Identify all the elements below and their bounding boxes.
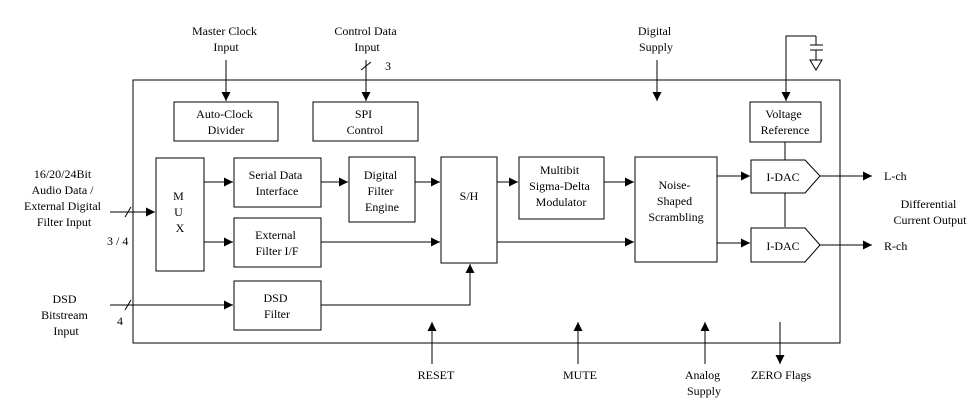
master-clock-input-label: Master Clock Input (192, 24, 260, 54)
dsd-filter-block: DSD Filter (233, 280, 322, 331)
idac-left-label: I-DAC (766, 170, 799, 184)
dsd-bus-width: 4 (117, 314, 123, 328)
digital-filter-engine-label: Digital Filter Engine (364, 168, 400, 214)
idac-right-label: I-DAC (766, 239, 799, 253)
idac-right-block: I-DAC (750, 227, 821, 263)
noise-shaped-scrambling-block: Noise- Shaped Scrambling (634, 156, 718, 263)
lch-output-label: L-ch (884, 169, 907, 183)
digital-filter-engine-block: Digital Filter Engine (348, 156, 416, 223)
external-filter-if-block: External Filter I/F (233, 217, 322, 268)
differential-current-output-label: Differential Current Output (894, 197, 968, 227)
dsd-filter-to-sh (321, 264, 475, 306)
dsd-filter-label: DSD Filter (263, 291, 290, 321)
sample-hold-label: S/H (460, 189, 479, 203)
reference-cap-line (781, 35, 816, 101)
serial-data-interface-block: Serial Data Interface (233, 157, 322, 208)
voltage-reference-label: Voltage Reference (761, 107, 810, 137)
sigma-delta-modulator-block: Multibit Sigma-Delta Modulator (518, 156, 605, 220)
ground-symbol (809, 59, 823, 71)
mute-label: MUTE (563, 368, 597, 382)
control-data-input-label: Control Data Input (334, 24, 399, 54)
rch-output-label: R-ch (884, 239, 907, 253)
reset-label: RESET (418, 368, 455, 382)
connections (110, 35, 872, 364)
digital-supply-label: Digital Supply (638, 24, 674, 54)
audio-data-input-label: 16/20/24Bit Audio Data / External Digita… (24, 167, 104, 229)
idac-left-block: I-DAC (750, 159, 821, 194)
spi-control-block: SPI Control (312, 101, 419, 142)
auto-clock-divider-label: Auto-Clock Divider (196, 107, 256, 137)
control-bus-tick (360, 61, 372, 71)
analog-supply-label: Analog Supply (685, 368, 723, 398)
control-bus-width: 3 (385, 59, 391, 73)
voltage-reference-block: Voltage Reference (749, 101, 822, 143)
auto-clock-divider-block: Auto-Clock Divider (173, 101, 279, 142)
dsd-bitstream-input-label: DSD Bitstream Input (41, 292, 91, 338)
sample-hold-block: S/H (440, 156, 498, 264)
audio-bus-tick (124, 206, 132, 218)
external-filter-if-label: External Filter I/F (255, 228, 299, 258)
mux-block: M U X (155, 157, 205, 272)
sigma-delta-modulator-label: Multibit Sigma-Delta Modulator (529, 163, 593, 209)
mux-label: M U X (173, 189, 187, 235)
spi-control-label: SPI Control (347, 107, 384, 137)
zero-flags-label: ZERO Flags (751, 368, 812, 382)
dsd-bus-tick (124, 299, 132, 311)
serial-data-interface-label: Serial Data Interface (249, 168, 306, 198)
audio-bus-width: 3 / 4 (107, 234, 128, 248)
noise-shaped-scrambling-label: Noise- Shaped Scrambling (648, 178, 703, 224)
